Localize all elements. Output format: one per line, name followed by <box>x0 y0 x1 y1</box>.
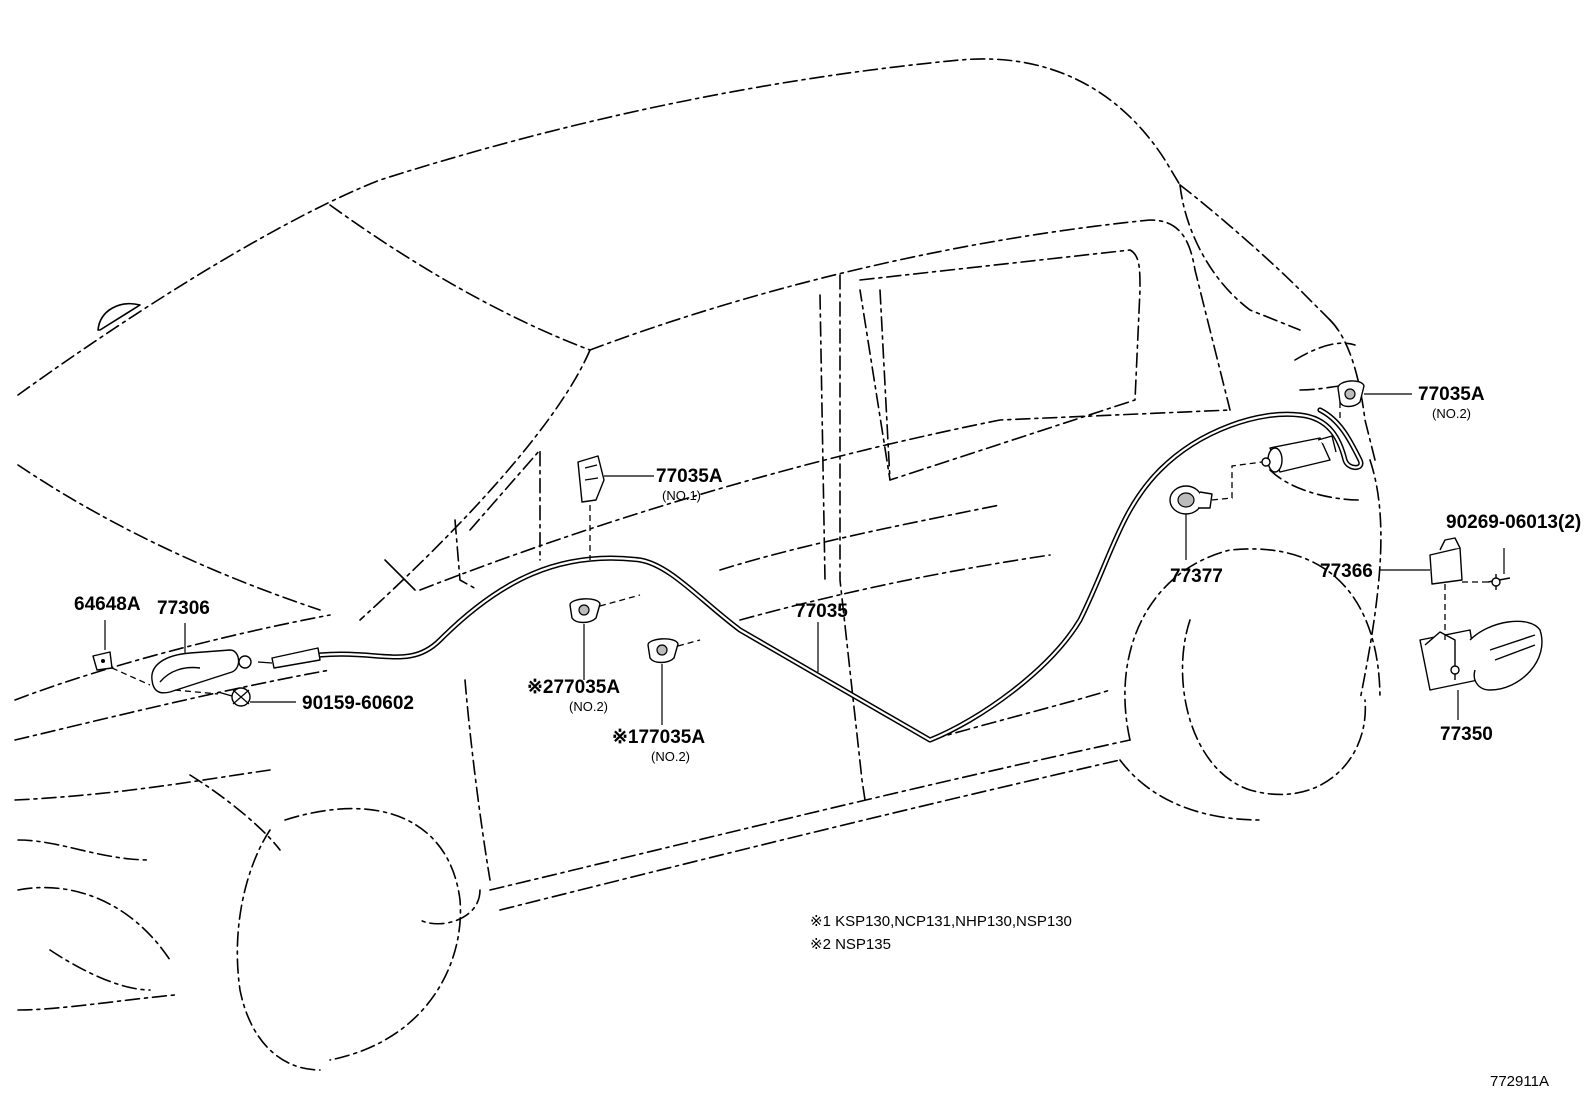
screw-90159-60602 <box>217 687 251 707</box>
clamp-no2-a <box>569 598 601 624</box>
clamp-no1 <box>577 455 605 503</box>
label-77035a-rear: 77035A <box>1418 384 1485 405</box>
label-77035a-note1: ※177035A <box>612 727 705 748</box>
label-no2-rear: (NO.2) <box>1432 406 1471 421</box>
note-1: ※1 KSP130,NCP131,NHP130,NSP130 <box>810 913 1072 930</box>
label-64648a: 64648A <box>74 594 141 615</box>
screw-90269-06013 <box>1487 574 1511 590</box>
label-77035a-note2: ※277035A <box>527 677 620 698</box>
label-77035a-no1: 77035A <box>656 466 723 487</box>
opener-lever-77306 <box>151 647 321 694</box>
fuel-lid-77350 <box>1419 620 1543 691</box>
part-labels: 64648A 77306 90159-60602 77035A (NO.1) ※… <box>74 384 1581 764</box>
clamp-no2-rear <box>1337 380 1365 408</box>
label-90159-60602: 90159-60602 <box>302 693 414 714</box>
label-77350: 77350 <box>1440 724 1493 745</box>
fuel-lid-hinge-77366 <box>1429 537 1463 585</box>
leader-lines <box>104 393 1505 725</box>
cap-64648a <box>92 651 113 671</box>
grommet-77377 <box>1169 485 1213 515</box>
clamp-no2-b <box>647 638 679 664</box>
label-no1: (NO.1) <box>662 488 701 503</box>
label-no2-note2: (NO.2) <box>569 699 608 714</box>
lock-actuator <box>1261 435 1337 473</box>
note-2: ※2 NSP135 <box>810 936 891 953</box>
label-77366: 77366 <box>1320 561 1373 582</box>
figure-reference: 772911A <box>1490 1073 1549 1090</box>
applicability-notes: ※1 KSP130,NCP131,NHP130,NSP130 ※2 NSP135 <box>810 913 1072 953</box>
label-no2-note1: (NO.2) <box>651 749 690 764</box>
release-cable <box>317 407 1364 743</box>
car-body-outline <box>14 58 1382 1071</box>
label-77035: 77035 <box>795 601 848 622</box>
label-90269-06013: 90269-06013(2) <box>1446 512 1581 533</box>
label-77377: 77377 <box>1170 566 1223 587</box>
label-77306: 77306 <box>157 598 210 619</box>
